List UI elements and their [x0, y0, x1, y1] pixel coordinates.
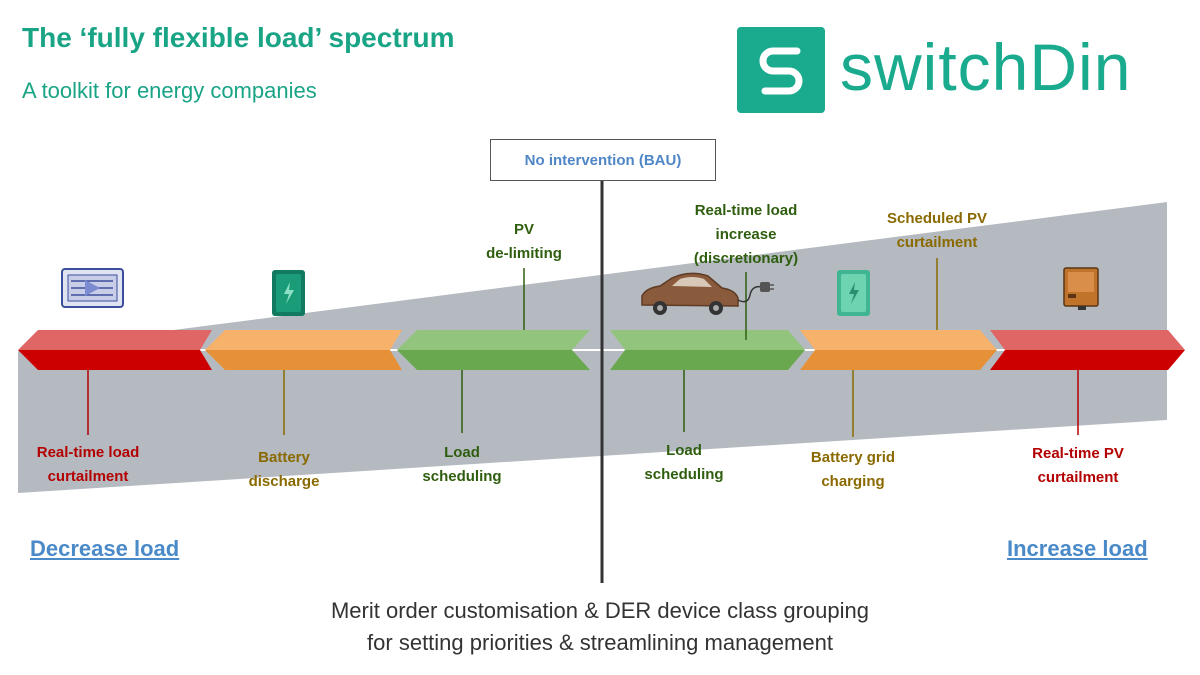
label-line: curtailment: [1037, 469, 1119, 486]
label-line: Load: [666, 442, 702, 459]
label-battery-discharge: Battery discharge: [249, 446, 320, 494]
increase-load-link[interactable]: Increase load: [1007, 536, 1148, 561]
segment-orange-right-bottom: [800, 350, 997, 370]
footer-line: for setting priorities & streamlining ma…: [367, 630, 833, 655]
segment-red-left-top: [18, 330, 212, 350]
label-line: increase: [715, 226, 777, 243]
label-line: Scheduled PV: [886, 210, 988, 227]
footer-line: Merit order customisation & DER device c…: [330, 598, 869, 623]
label-line: Battery grid: [810, 449, 896, 466]
label-line: Battery: [258, 449, 310, 466]
label-line: Load: [444, 444, 480, 461]
label-line: de-limiting: [486, 245, 562, 262]
label-load-scheduling-right: Load scheduling: [644, 439, 723, 487]
label-line: charging: [821, 473, 885, 490]
label-pv-delimiting: PV de-limiting: [486, 218, 562, 266]
label-scheduled-pv-curtailment: Scheduled PV curtailment: [887, 207, 987, 255]
spectrum-wedge: [18, 202, 1167, 493]
label-load-scheduling-left: Load scheduling: [422, 441, 501, 489]
segment-orange-left-bottom: [205, 350, 402, 370]
inverter-icon: [1063, 267, 1099, 310]
label-realtime-load-curtailment: Real-time load curtailment: [37, 441, 140, 489]
electric-car-icon: [641, 272, 774, 315]
logo-wordmark: switchDin: [840, 30, 1132, 104]
label-line: scheduling: [644, 466, 724, 483]
label-realtime-pv-curtailment: Real-time PV curtailment: [1032, 442, 1124, 490]
segment-green-left-top: [397, 330, 590, 350]
segment-orange-right-top: [800, 330, 997, 350]
segment-green-right-bottom: [610, 350, 805, 370]
label-line: discharge: [248, 473, 320, 490]
label-realtime-load-increase: Real-time load increase (discretionary): [694, 199, 798, 271]
label-line: scheduling: [422, 468, 502, 485]
label-line: (discretionary): [693, 250, 799, 267]
label-line: Real-time PV: [1032, 445, 1124, 462]
footer-caption: Merit order customisation & DER device c…: [0, 595, 1200, 659]
decrease-load-link[interactable]: Decrease load: [30, 536, 180, 561]
segment-red-right-bottom: [990, 350, 1185, 370]
label-battery-grid-charging: Battery grid charging: [811, 446, 895, 494]
battery-icon: [272, 270, 305, 316]
segment-orange-left-top: [205, 330, 402, 350]
page-subtitle: A toolkit for energy companies: [22, 78, 317, 103]
page-title: The ‘fully flexible load’ spectrum: [22, 22, 455, 53]
thermostat-icon: [61, 268, 124, 308]
no-intervention-box: No intervention (BAU): [490, 139, 716, 181]
label-line: curtailment: [47, 468, 129, 485]
label-line: Real-time load: [36, 444, 140, 461]
segment-red-right-top: [990, 330, 1185, 350]
label-line: curtailment: [896, 234, 978, 251]
battery-icon: [837, 270, 870, 316]
switchdin-logo-icon: [737, 27, 825, 113]
segment-red-left-bottom: [18, 350, 212, 370]
segment-green-left-bottom: [397, 350, 590, 370]
label-line: Real-time load: [694, 202, 798, 219]
segment-green-right-top: [610, 330, 805, 350]
label-line: PV: [513, 221, 535, 238]
